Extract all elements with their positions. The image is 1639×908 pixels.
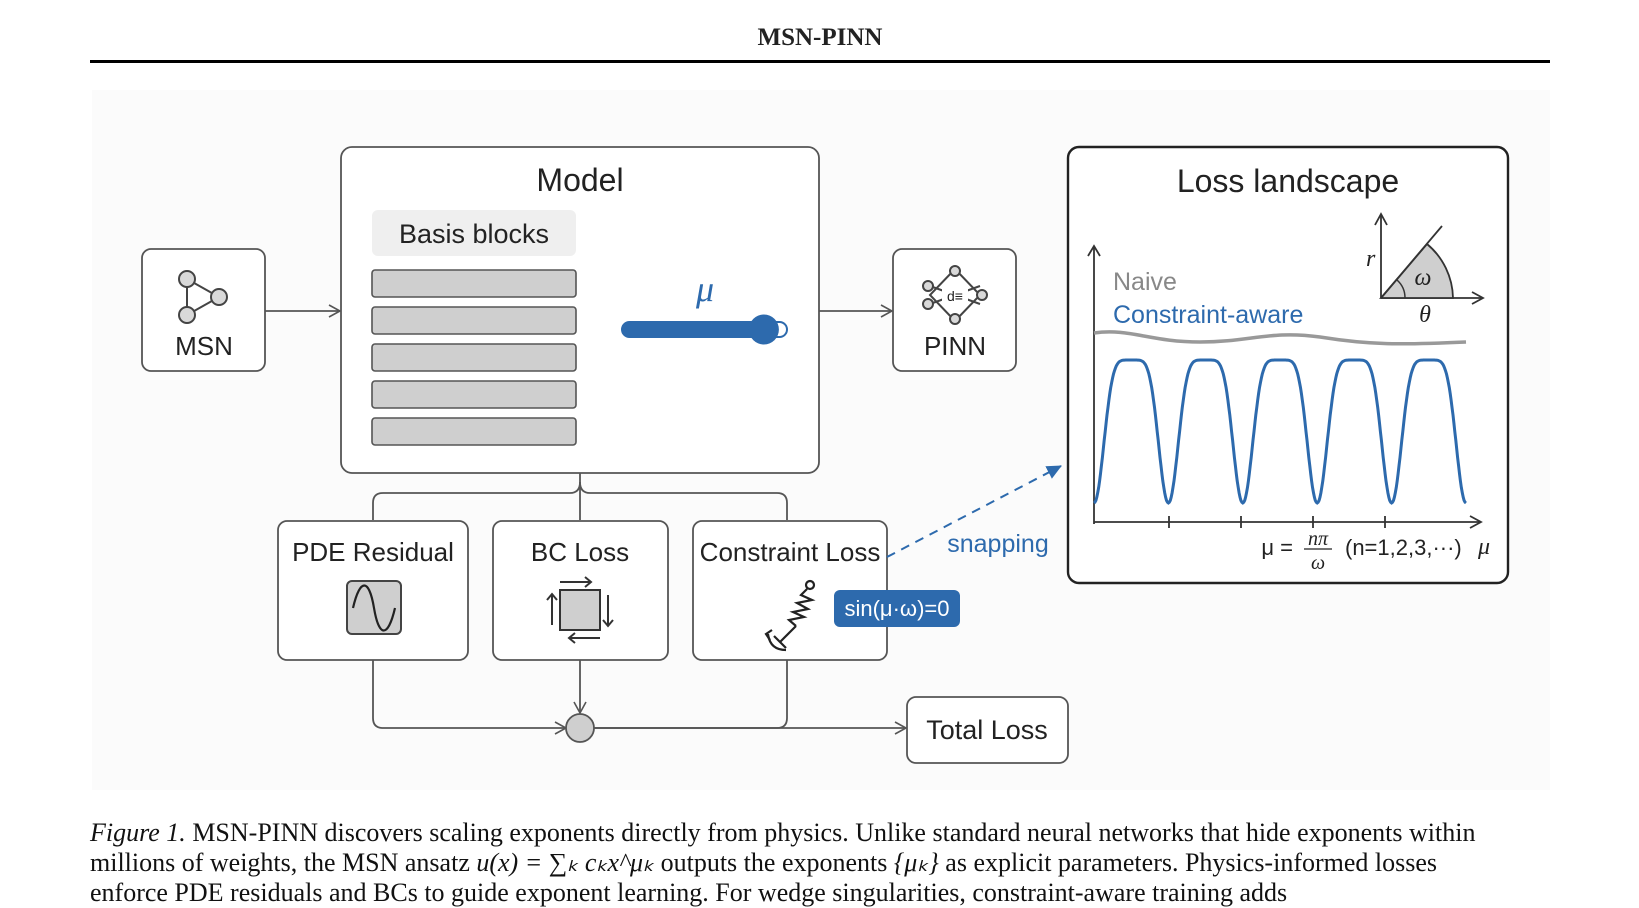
boundary-icon (546, 576, 614, 644)
landscape-x-axis-label: μ (1477, 534, 1490, 560)
basis-blocks-label: Basis blocks (399, 219, 549, 249)
pde-residual-box: PDE Residual (277, 520, 469, 661)
neural-net-icon (922, 265, 988, 325)
formula-prefix: μ = (1261, 535, 1293, 560)
loss-landscape-panel: Loss landscape Naive Constraint-aware r … (1066, 145, 1510, 585)
basis-block (371, 417, 577, 446)
mu-slider-knob (748, 314, 779, 345)
pinn-node: d≡ PINN (892, 248, 1017, 372)
pinn-icon-glyph: d≡ (947, 288, 963, 304)
mu-slider-fill (622, 322, 764, 337)
loss-landscape-title: Loss landscape (1177, 163, 1399, 199)
pinn-label: PINN (924, 331, 986, 361)
wedge-icon (1374, 212, 1485, 305)
mu-symbol: μ (695, 269, 714, 309)
caption-ansatz-math: u(x) = ∑ₖ cₖx^μₖ (476, 848, 655, 877)
bc-loss-box: BC Loss (492, 520, 669, 661)
model-to-losses-connectors (372, 473, 788, 520)
basis-block (371, 269, 577, 298)
mu-formula: μ = nπ ω (n=1,2,3,···) (1261, 528, 1461, 574)
msn-label: MSN (175, 331, 233, 361)
basis-block (371, 380, 577, 409)
snapping-arrow (886, 465, 1062, 558)
caption-line-1-text: MSN-PINN discovers scaling exponents dir… (192, 818, 1476, 847)
caption-line-1: Figure 1. MSN-PINN discovers scaling exp… (90, 818, 1550, 848)
sum-connectors (372, 660, 908, 735)
wedge-theta-label: θ (1419, 302, 1431, 328)
bc-loss-label: BC Loss (531, 537, 629, 567)
caption-line-2c: as explicit parameters. Physics-informed… (945, 848, 1438, 877)
wedge-omega-label: ω (1415, 265, 1432, 291)
sine-wave-icon (346, 580, 402, 635)
naive-curve (1093, 330, 1467, 346)
paper-header: MSN-PINN (757, 24, 883, 51)
formula-suffix: (n=1,2,3,···) (1345, 535, 1462, 560)
total-loss-box: Total Loss (906, 696, 1069, 764)
figure-caption: Figure 1. MSN-PINN discovers scaling exp… (90, 818, 1550, 908)
basis-block (371, 306, 577, 335)
anchor-spring-icon (764, 579, 816, 652)
mu-slider (621, 314, 788, 345)
caption-line-3: enforce PDE residuals and BCs to guide e… (90, 878, 1288, 907)
formula-numerator: nπ (1308, 528, 1329, 550)
snapping-label: snapping (947, 530, 1048, 558)
legend-constraint-aware: Constraint-aware (1113, 301, 1303, 329)
constraint-aware-curve (1093, 358, 1467, 505)
model-box: Model Basis blocks μ (340, 146, 820, 474)
model-title: Model (536, 162, 623, 198)
landscape-axes (1087, 244, 1483, 529)
wedge-r-label: r (1366, 246, 1376, 272)
formula-denominator: ω (1311, 552, 1325, 574)
caption-line-2a: millions of weights, the MSN ansatz (90, 848, 470, 877)
basis-blocks-stack (371, 269, 577, 446)
basis-block (371, 343, 577, 372)
msn-node: MSN (141, 248, 266, 372)
caption-figure-label: Figure 1. (90, 818, 186, 847)
network-icon (178, 270, 228, 324)
caption-line-2: millions of weights, the MSN ansatz u(x)… (90, 848, 1550, 878)
pde-residual-label: PDE Residual (292, 537, 454, 567)
constraint-loss-label: Constraint Loss (700, 537, 881, 567)
header-rule (90, 60, 1550, 63)
constraint-loss-box: Constraint Loss sin(μ·ω)=0 (692, 520, 960, 661)
basis-blocks-header (372, 210, 576, 256)
figure-diagram: MSN Model Basis blocks μ (141, 145, 1510, 764)
caption-line-2b: outputs the exponents (660, 848, 888, 877)
sum-node (565, 713, 595, 743)
total-loss-label: Total Loss (926, 715, 1048, 745)
constraint-badge-text: sin(μ·ω)=0 (844, 596, 949, 621)
legend-naive: Naive (1113, 268, 1177, 296)
caption-exponents-math: {μₖ} (893, 848, 939, 877)
constraint-badge (834, 590, 960, 627)
